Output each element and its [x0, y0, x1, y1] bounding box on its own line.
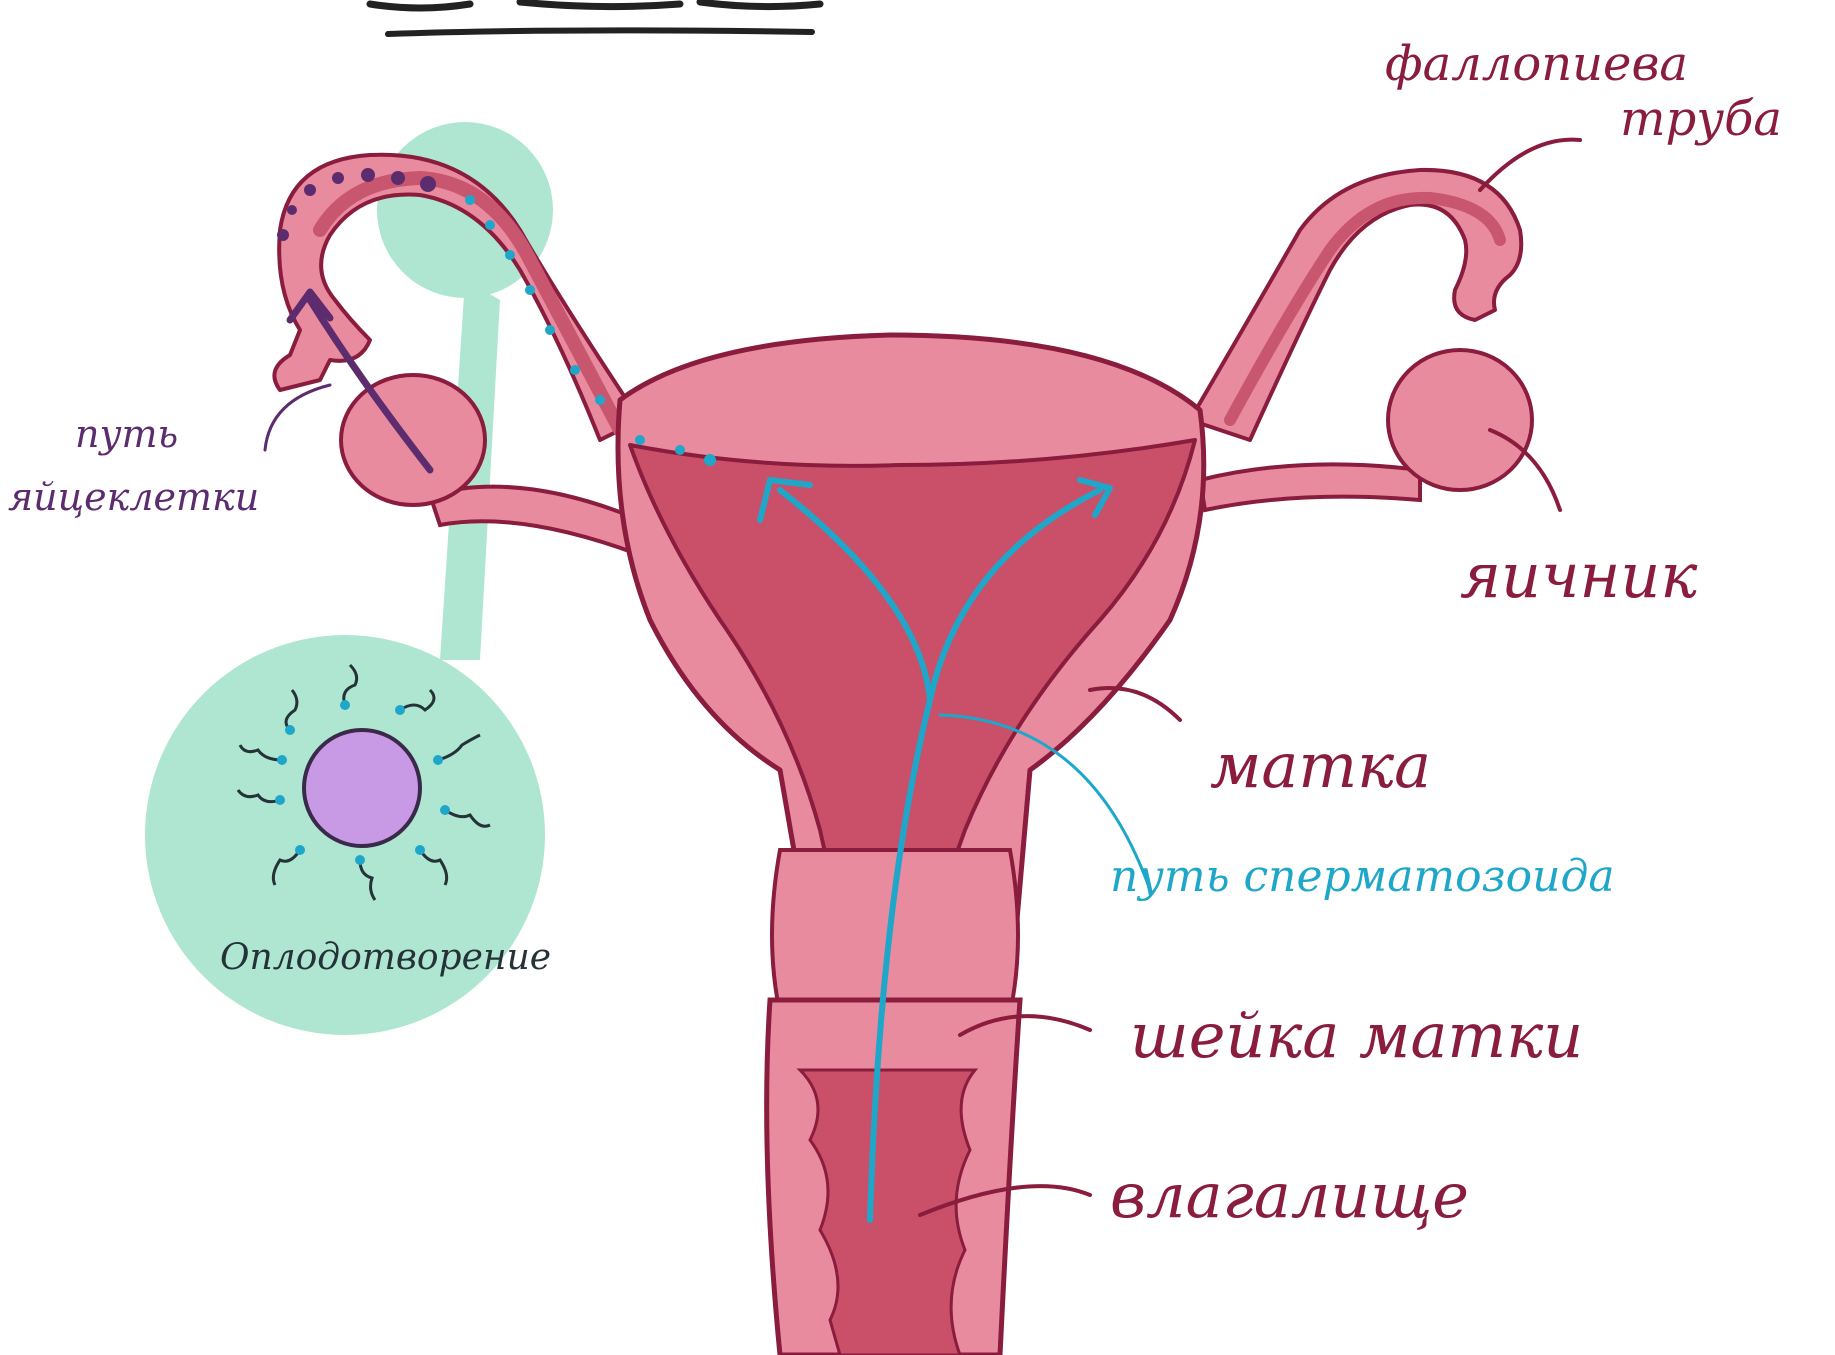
- label-vagina: влагалище: [1110, 1165, 1469, 1227]
- label-egg-path-line1: путь: [75, 415, 178, 453]
- title-underline: [388, 30, 812, 34]
- label-cervix: шейка матки: [1130, 1005, 1583, 1067]
- label-ovary: яичник: [1460, 545, 1697, 607]
- title-stroke-fragment: [370, 2, 820, 8]
- pointer-fallopian-tube: [1480, 140, 1580, 190]
- label-egg-path-line2: яйцеклетки: [8, 478, 259, 516]
- egg-cell: [304, 730, 420, 846]
- label-fallopian-tube-line2: труба: [1620, 95, 1782, 143]
- label-fallopian-tube-line1: фаллопиева: [1385, 40, 1688, 88]
- pointer-egg-path: [265, 385, 330, 450]
- right-ovarian-ligament: [1200, 464, 1420, 510]
- label-fertilization: Оплодотворение: [220, 940, 551, 976]
- label-uterus: матка: [1210, 735, 1431, 797]
- left-ovary: [341, 375, 485, 505]
- right-ovary: [1388, 350, 1532, 490]
- label-sperm-path: путь сперматозоида: [1110, 855, 1615, 899]
